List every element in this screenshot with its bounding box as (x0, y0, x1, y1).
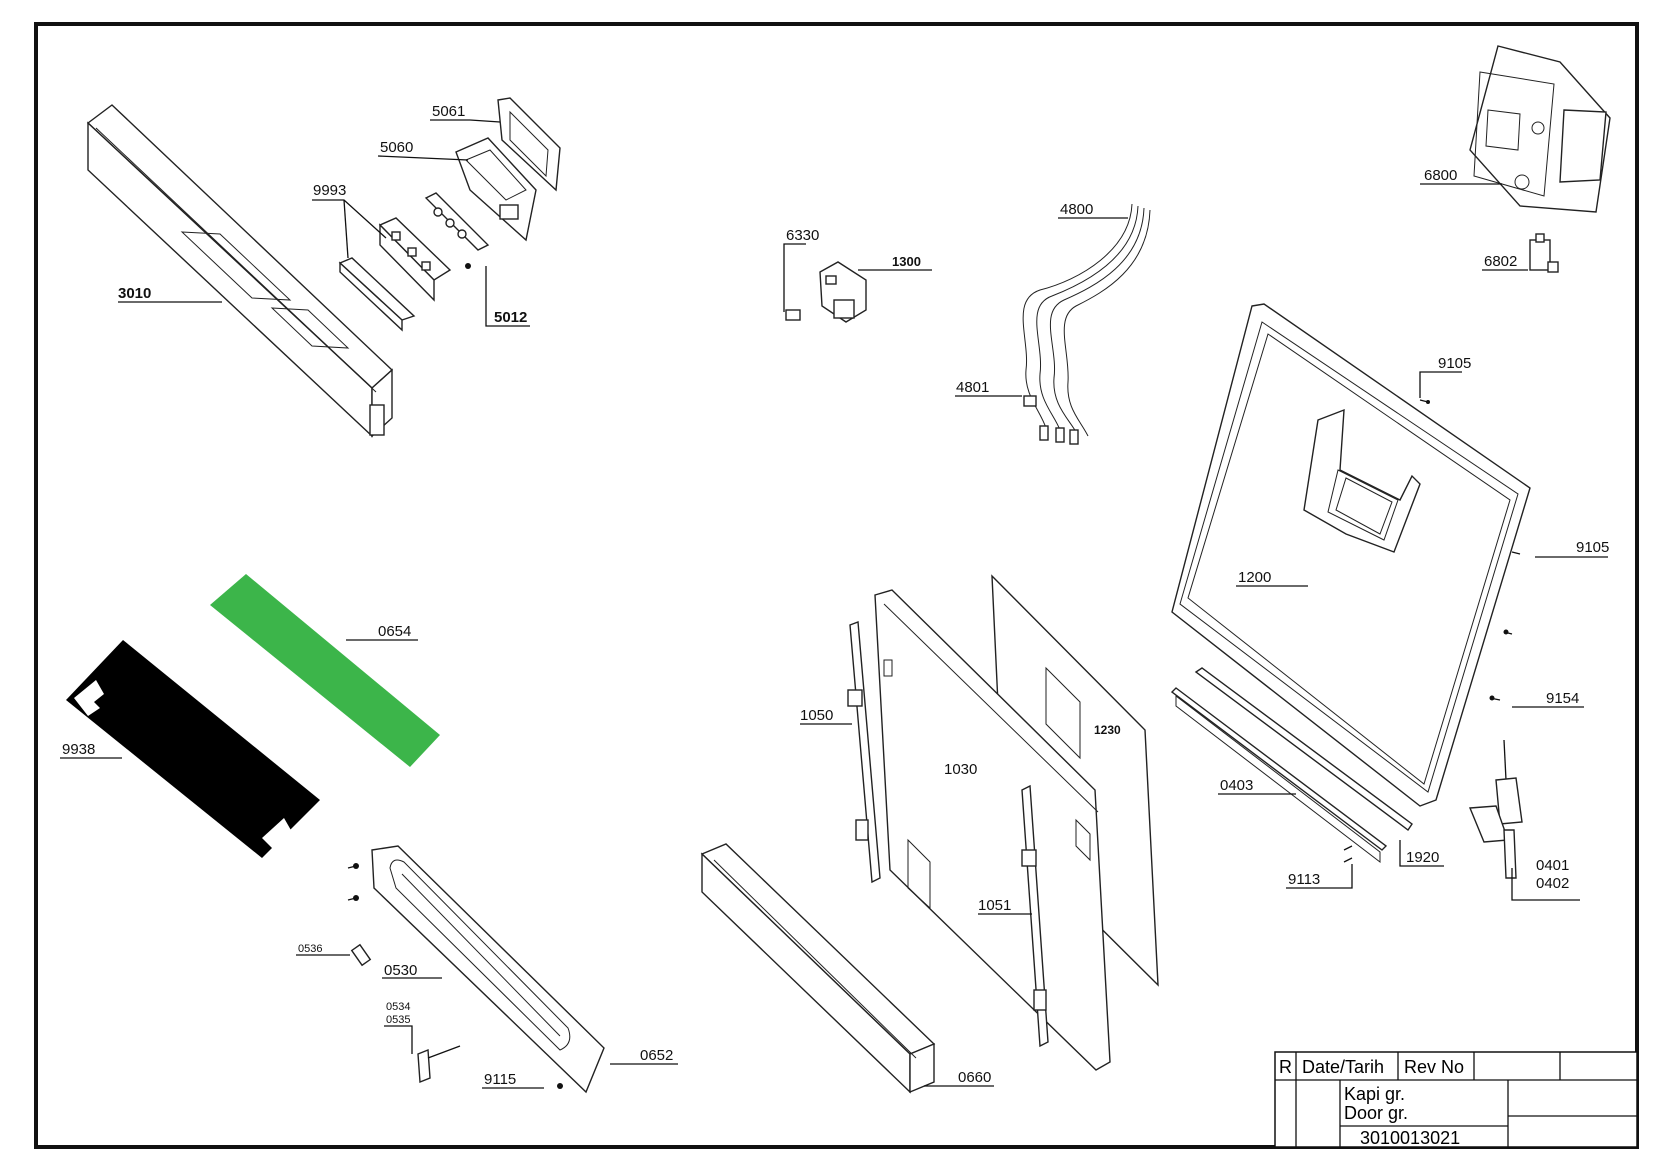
label-0403: 0403 (1220, 777, 1253, 794)
keypad-5012 (424, 192, 490, 269)
label-4801: 4801 (956, 379, 989, 396)
label-9993: 9993 (313, 182, 346, 199)
label-1300: 1300 (892, 254, 921, 269)
valve-6802 (1529, 233, 1559, 273)
bracket-5061 (497, 97, 561, 192)
label-4800: 4800 (1060, 201, 1093, 218)
label-1030: 1030 (944, 761, 977, 778)
strip-0403 (1170, 687, 1388, 864)
door-lock-1300 (819, 261, 867, 323)
drawing-frame (34, 22, 1639, 1149)
label-9938: 9938 (62, 741, 95, 758)
label-5060: 5060 (380, 139, 413, 156)
label-5012: 5012 (494, 309, 527, 326)
hinge-0401-0402 (1468, 739, 1523, 879)
screw-9154b (1489, 695, 1501, 701)
label-0535: 0535 (386, 1014, 410, 1026)
label-9105a: 9105 (1438, 355, 1471, 372)
label-0652: 0652 (640, 1047, 673, 1064)
control-panel-3010 (86, 104, 394, 438)
title-block-drawing-no: 3010013021 (1360, 1128, 1460, 1148)
hinge-bracket-1051 (1021, 784, 1049, 1048)
label-9115: 9115 (484, 1071, 516, 1088)
screw-9105 (1419, 399, 1430, 404)
screws-9113 (1343, 845, 1353, 863)
display-module-9993 (338, 217, 452, 332)
insulation-pad-9938 (66, 640, 320, 858)
label-3010: 3010 (118, 285, 151, 302)
label-1051: 1051 (978, 897, 1011, 914)
electronic-card-5060 (455, 137, 537, 242)
label-9154: 9154 (1546, 690, 1579, 707)
label-0660: 0660 (958, 1069, 991, 1086)
screw-9154a (1503, 629, 1513, 635)
label-0534: 0534 (386, 1001, 410, 1013)
insulation-pad-0654 (210, 574, 440, 767)
title-block: R Date/Tarih Rev No Kapi gr. Door gr. 30… (1274, 1051, 1638, 1148)
hinge-bracket-1050 (847, 621, 881, 884)
switch-6330 (785, 309, 801, 321)
label-9113: 9113 (1288, 871, 1320, 888)
label-1230: 1230 (1094, 723, 1121, 737)
label-0402: 0402 (1536, 875, 1569, 892)
label-0401: 0401 (1536, 857, 1569, 874)
screw-9105b (1511, 551, 1521, 555)
door-panel-1030 (874, 589, 1111, 1071)
title-block-title-en: Door gr. (1344, 1103, 1408, 1123)
title-block-date: Date/Tarih (1302, 1057, 1384, 1077)
part-labels: 3010 5061 5060 9993 5012 6330 1300 4800 … (62, 103, 1609, 1088)
label-1200: 1200 (1238, 569, 1271, 586)
label-6330: 6330 (786, 227, 819, 244)
label-5061: 5061 (432, 103, 465, 120)
label-0530: 0530 (384, 962, 417, 979)
label-0536: 0536 (298, 943, 322, 955)
label-6800: 6800 (1424, 167, 1457, 184)
clip-0536 (350, 943, 372, 967)
label-6802: 6802 (1484, 253, 1517, 270)
lower-trim-0652 (347, 845, 605, 1094)
title-block-revno: Rev No (1404, 1057, 1464, 1077)
cable-harness-4800 (1022, 203, 1151, 445)
title-block-title-tr: Kapi gr. (1344, 1084, 1405, 1104)
label-1920: 1920 (1406, 849, 1439, 866)
title-block-rev: R (1279, 1057, 1292, 1077)
strip-1920 (1194, 667, 1413, 832)
leader-lines (60, 119, 1608, 1089)
kick-plate-0660 (700, 843, 936, 1094)
handle-0534-0535 (417, 1045, 461, 1084)
detergent-dispenser-6800 (1469, 45, 1611, 213)
outer-door-1200 (1171, 303, 1531, 807)
label-1050: 1050 (800, 707, 833, 724)
label-9105b: 9105 (1576, 539, 1609, 556)
label-0654: 0654 (378, 623, 411, 640)
